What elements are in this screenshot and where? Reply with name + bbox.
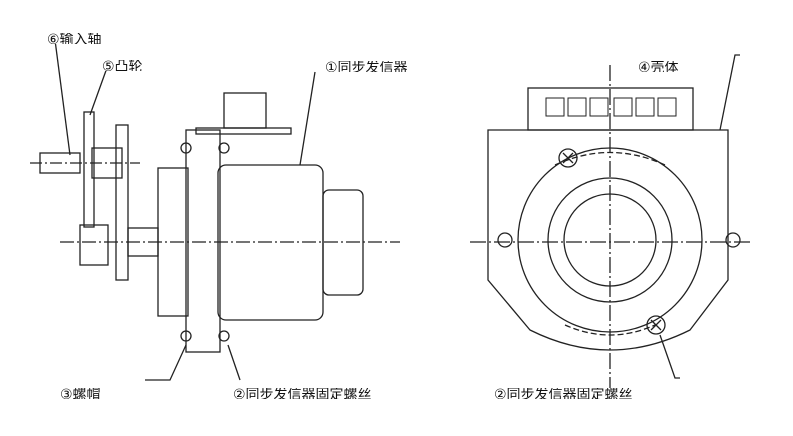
label-cam: ⑤凸轮 <box>102 60 143 71</box>
label-fixing-screw-right: ②同步发信器固定螺丝 <box>494 388 633 399</box>
label-synchro-transmitter: ①同步发信器 <box>325 61 408 72</box>
label-input-shaft: ⑥输入轴 <box>47 33 102 44</box>
label-fixing-screw-left: ②同步发信器固定螺丝 <box>233 388 372 399</box>
front-view <box>470 54 750 400</box>
label-nut: ③螺帽 <box>60 388 101 399</box>
side-view <box>30 39 400 381</box>
label-housing: ④壳体 <box>638 61 679 72</box>
